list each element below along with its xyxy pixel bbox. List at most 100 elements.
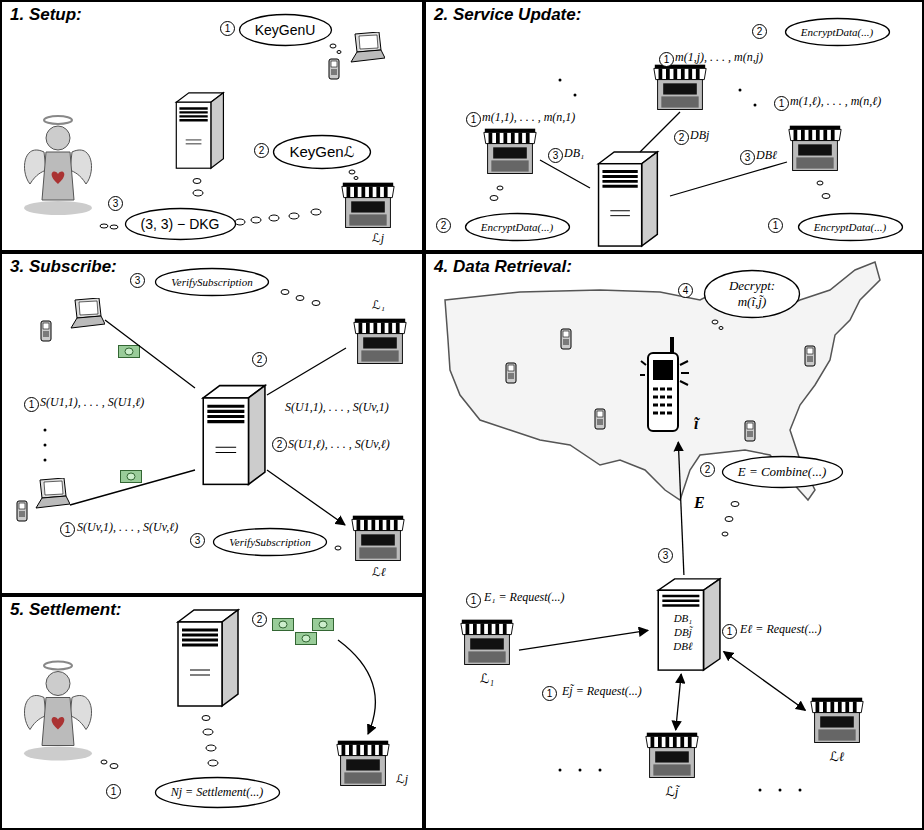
payout-arrow: [338, 640, 375, 734]
money-icon: [121, 471, 142, 483]
text-label: ℒj: [372, 231, 384, 245]
cloud-text: E = Combine(...): [738, 464, 827, 480]
angel-figure: [24, 662, 92, 761]
database-name: DBℓ: [660, 639, 705, 653]
thought-trail-part: [203, 729, 213, 735]
callout-number: 1: [722, 624, 737, 639]
thought-trail-part: [269, 215, 279, 221]
ellipsis-dots: [559, 79, 757, 107]
money-icon: [119, 346, 140, 358]
request-arrow: [676, 674, 681, 730]
request-arrow: [724, 652, 806, 711]
callout-number: 1: [466, 112, 481, 127]
server-icon: [203, 386, 265, 485]
callout-number: 3: [108, 196, 123, 211]
thought-trail-part: [731, 502, 739, 507]
ellipsis-dots-part: [44, 429, 47, 432]
thought-trail-part: [719, 327, 723, 330]
server-icon: [178, 610, 238, 706]
thought-trail-part: [193, 179, 201, 184]
panel-frame: 1. Setup:KeyGenUKeyGenℒ(3, 3) − DKG: [0, 0, 424, 252]
ellipsis-dots-part: [44, 459, 47, 462]
store-icon: [337, 741, 389, 786]
callout-number: 3: [740, 150, 755, 165]
thought-trail-part: [725, 517, 733, 522]
thought-trail-part: [235, 219, 245, 225]
store-icon: [644, 732, 700, 780]
ellipsis-dots-part: [579, 769, 582, 772]
thought-trail-part: [206, 745, 216, 751]
user-index: ĩ: [694, 415, 698, 433]
panel-heading: 4. Data Retrieval:: [434, 257, 572, 277]
thought-trail-part: [337, 51, 341, 54]
cloud-text: Decrypt: m(ĩ,j̃): [720, 278, 784, 310]
angel-figure: [24, 116, 92, 215]
text-label: ℒℓ: [372, 565, 386, 579]
callout-number: 2: [252, 352, 267, 367]
ellipsis-dots-part: [759, 789, 762, 792]
callout-number: 2: [436, 218, 451, 233]
request-arrow: [678, 442, 684, 575]
thought-trail-part: [312, 301, 320, 306]
cloud-text: KeyGenℒ: [289, 143, 354, 161]
phone-icon: [745, 421, 755, 441]
text-label: m(1,ℓ), . . . , m(n,ℓ): [790, 94, 881, 108]
cloud-text: EncryptData(...): [814, 221, 886, 233]
store-name: ℒj̃: [642, 784, 702, 800]
store-icon: [484, 129, 536, 174]
money-icon: [296, 633, 317, 645]
ellipsis-dots-part: [739, 89, 742, 92]
store-icon-shape: [811, 698, 863, 743]
store-node: ℒ₁: [457, 619, 517, 691]
thought-trail-part: [281, 290, 289, 295]
thought-cloud: Decrypt: m(ĩ,j̃): [703, 269, 801, 319]
settlement-figures: [24, 610, 389, 785]
thought-cloud: (3, 3) − DKG: [124, 207, 237, 241]
us-map: [445, 262, 880, 500]
ellipsis-dots-part: [44, 444, 47, 447]
phone-node: ĩ: [640, 335, 712, 440]
cloud-ellipse: [722, 457, 842, 488]
thought-trail-part: [335, 546, 341, 550]
phone-icon: [17, 501, 27, 521]
thought-trail-part: [330, 44, 336, 48]
edge-label: E: [692, 494, 707, 512]
mobile-phone-icon: [640, 335, 690, 435]
ellipsis-dots: [44, 429, 47, 462]
cloud-text: EncryptData(...): [801, 26, 873, 38]
callout-number: 1: [60, 522, 75, 537]
retrieval-figures: [445, 262, 880, 792]
phone-icon: [595, 409, 605, 429]
panel-frame: 5. Settlement:Nj = Settlement(...): [0, 595, 424, 830]
callout-number: 2: [272, 437, 287, 452]
text-label: ℒj: [396, 772, 408, 786]
thought-cloud: EncryptData(...): [797, 212, 904, 242]
callout-number: 3: [130, 273, 145, 288]
panel-heading: 3. Subscribe:: [10, 257, 117, 277]
phone-icon: [561, 329, 571, 349]
thought-cloud: EncryptData(...): [464, 212, 571, 242]
text-label: DBℓ: [756, 148, 777, 162]
callout-number: 1: [659, 52, 674, 67]
callout-number: 4: [678, 283, 693, 298]
panel-heading: 2. Service Update:: [434, 5, 581, 25]
cloud-text: KeyGenU: [255, 22, 316, 38]
edge-label: Ej̃ = Request(...): [560, 684, 644, 698]
cloud-text: (3, 3) − DKG: [141, 216, 220, 232]
cloud-ellipse: [239, 15, 331, 46]
thought-trail: [281, 290, 341, 551]
store-node: ℒj̃: [642, 732, 702, 804]
callout-number: 2: [700, 462, 715, 477]
ellipsis-dots-part: [799, 789, 802, 792]
thought-trail-part: [208, 760, 218, 766]
store-name: ℒ₁: [457, 671, 517, 687]
thought-cloud: E = Combine(...): [721, 455, 844, 489]
ellipsis-dots-part: [559, 769, 562, 772]
laptop-icon: [71, 298, 105, 328]
request-arrow: [519, 630, 648, 650]
thought-trail-part: [497, 186, 503, 190]
ellipsis-dots-part: [574, 94, 577, 97]
thought-trail-part: [354, 177, 358, 180]
thought-trail-part: [712, 320, 718, 324]
